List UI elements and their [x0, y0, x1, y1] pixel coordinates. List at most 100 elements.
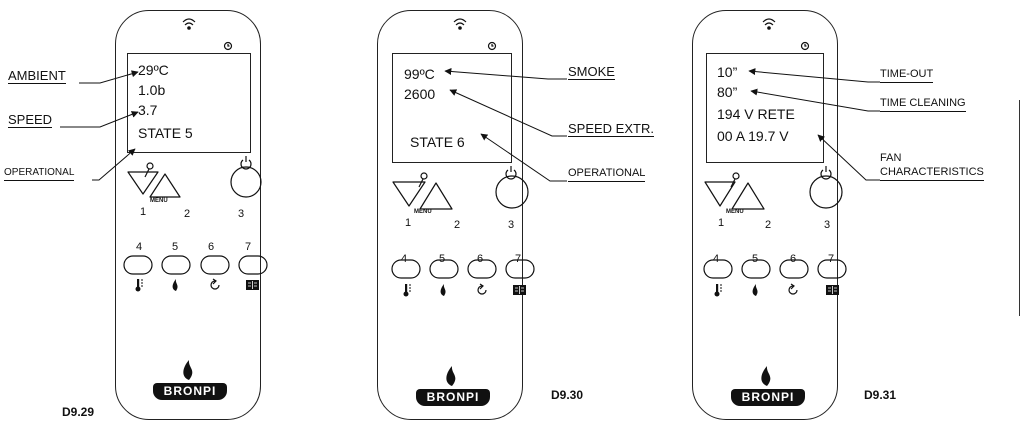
power-icon — [505, 166, 517, 180]
menu-up-triangle-button — [149, 173, 181, 198]
button-number-6: 6 — [208, 241, 215, 253]
button-number-3: 3 — [824, 219, 831, 231]
operational-leader — [480, 133, 567, 182]
bronpi-logo: BRONPI — [731, 389, 805, 406]
bottom-icons — [135, 278, 839, 297]
menu-up-triangle-button — [419, 182, 453, 210]
button-number-4: 4 — [713, 253, 720, 265]
book-icon — [826, 285, 839, 295]
menu-label: MENU — [726, 209, 744, 215]
button-number-5: 5 — [439, 253, 446, 265]
button-4 — [391, 259, 421, 279]
button-number-5: 5 — [172, 241, 179, 253]
button-number-7: 7 — [245, 241, 252, 253]
leader-lines-d9-30 — [444, 67, 567, 182]
power-button — [230, 166, 262, 198]
menu-down-triangle-button — [392, 181, 426, 207]
button-4 — [703, 259, 733, 279]
callout-fan: FAN — [880, 152, 902, 164]
callout-smoke: SMOKE — [568, 64, 615, 80]
flame-icon — [440, 284, 446, 296]
power-button — [495, 175, 529, 209]
screen-line-time-out: 10” — [717, 64, 738, 80]
remote-1-details — [123, 18, 268, 275]
power-icon — [820, 166, 832, 180]
rotate-icon — [477, 283, 487, 295]
figure-label: D9.31 — [864, 388, 897, 402]
callout-operational: OPERATIONAL — [4, 165, 75, 181]
speed-extr-leader — [449, 89, 567, 137]
screen-line-speed-extr: 2600 — [404, 86, 436, 102]
book-icon — [513, 285, 526, 295]
remote-control: 99ºC 2600 STATE 6 1 2 3 MENU 4 5 6 7 BRO… — [377, 10, 523, 420]
button-number-2: 2 — [765, 219, 772, 231]
button-number-4: 4 — [136, 241, 143, 253]
speed-leader — [60, 111, 139, 128]
button-number-7: 7 — [515, 253, 522, 265]
operational-leader — [92, 148, 136, 181]
remote-3-details — [703, 18, 847, 279]
menu-up-triangle-button — [731, 182, 765, 210]
leader-lines-d9-29 — [60, 70, 139, 181]
logo-flames — [183, 360, 771, 386]
clock-icon — [223, 41, 233, 51]
thermometer-icon — [714, 284, 722, 297]
smoke-leader — [444, 67, 567, 80]
button-7 — [505, 259, 535, 279]
button-number-3: 3 — [508, 219, 515, 231]
flame-icon — [752, 284, 758, 296]
button-number-7: 7 — [828, 253, 835, 265]
screen-line-time-cleaning: 80” — [717, 84, 738, 100]
clock-icon — [487, 41, 497, 51]
flame-icon — [446, 366, 456, 386]
remote-control: 29ºC 1.0b 3.7 STATE 5 1 2 3 MENU 4 5 6 7… — [115, 10, 261, 420]
figure-d9-29: 29ºC 1.0b 3.7 STATE 5 1 2 3 MENU 4 5 6 7… — [0, 0, 340, 422]
display-screen: 29ºC 1.0b 3.7 STATE 5 — [127, 53, 251, 153]
button-number-6: 6 — [790, 253, 797, 265]
callout-speed: SPEED — [8, 112, 53, 128]
wifi-icon — [453, 18, 467, 30]
power-icon — [240, 156, 252, 170]
thermometer-icon — [135, 279, 143, 292]
key-icon — [144, 162, 154, 178]
thermometer-icon — [403, 284, 411, 297]
fan-leader — [817, 134, 880, 181]
button-number-2: 2 — [184, 208, 191, 220]
flame-icon — [761, 366, 771, 386]
screen-line-fan: 00 A 19.7 V — [717, 128, 789, 144]
callout-characteristics: CHARACTERISTICS — [880, 165, 984, 181]
screen-line-voltage: 194 V RETE — [717, 106, 795, 122]
power-button — [809, 175, 843, 209]
callout-operational: OPERATIONAL — [568, 166, 646, 182]
button-5 — [741, 259, 771, 279]
callout-speed-extr: SPEED EXTR. — [568, 121, 654, 137]
menu-label: MENU — [150, 198, 168, 204]
wifi-icon — [762, 18, 776, 30]
flame-icon — [172, 279, 178, 291]
callout-time-out: TIME-OUT — [880, 67, 934, 83]
ambient-leader — [79, 70, 139, 84]
screen-line-speed: 3.7 — [138, 102, 158, 118]
key-icon — [730, 172, 740, 188]
page-edge-divider — [1019, 100, 1020, 316]
time-out-leader — [748, 68, 880, 83]
figure-d9-30: 99ºC 2600 STATE 6 1 2 3 MENU 4 5 6 7 BRO… — [340, 0, 680, 422]
button-number-1: 1 — [140, 206, 147, 218]
bronpi-logo: BRONPI — [416, 389, 490, 406]
button-number-3: 3 — [238, 208, 245, 220]
button-number-2: 2 — [454, 219, 461, 231]
figure-label: D9.30 — [551, 388, 584, 402]
button-number-1: 1 — [405, 217, 412, 229]
button-6 — [200, 255, 230, 275]
button-5 — [161, 255, 191, 275]
screen-line-state: STATE 6 — [410, 134, 465, 150]
button-number-4: 4 — [401, 253, 408, 265]
display-screen: 10” 80” 194 V RETE 00 A 19.7 V — [706, 53, 824, 163]
button-number-6: 6 — [477, 253, 484, 265]
button-number-1: 1 — [718, 217, 725, 229]
key-icon — [418, 172, 428, 188]
leader-lines-d9-31 — [748, 68, 880, 181]
button-7 — [817, 259, 847, 279]
menu-label: MENU — [414, 209, 432, 215]
